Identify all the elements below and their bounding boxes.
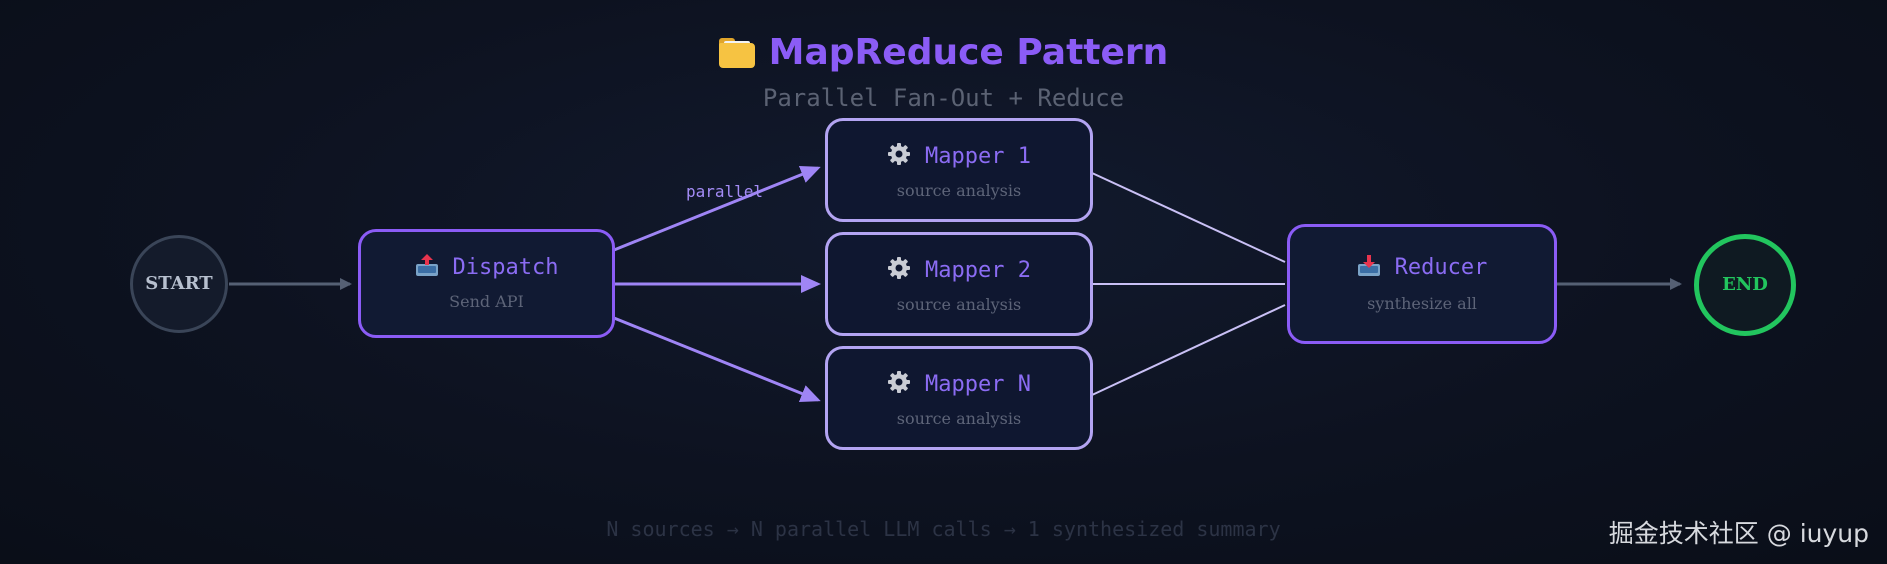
edge-label-parallel: parallel: [686, 182, 764, 201]
mapper-1-label: Mapper 1: [925, 144, 1031, 169]
inbox-tray-icon: [1357, 255, 1380, 276]
mapper-n-label: Mapper N: [925, 372, 1031, 397]
outbox-tray-icon: [415, 254, 438, 276]
dispatch-sub: Send API: [449, 292, 524, 311]
edge-dispatch-mapper-1: [613, 165, 821, 252]
folder-icon: [718, 38, 755, 68]
reducer-label: Reducer: [1394, 255, 1488, 280]
mapper-2-label: Mapper 2: [925, 258, 1031, 283]
edge-dispatch-mapper-n: [613, 316, 821, 403]
watermark: 掘金技术社区 @ iuyup: [1608, 519, 1869, 548]
mapper-1-node: Mapper 1 source analysis: [825, 118, 1093, 222]
diagram-title-text: MapReduce Pattern: [768, 32, 1169, 73]
mapper-n-sub: source analysis: [896, 409, 1022, 428]
start-label: START: [145, 273, 213, 294]
edge-mapper-1-reducer: [1091, 172, 1286, 263]
end-node: END: [1694, 234, 1796, 336]
gear-icon: [888, 257, 911, 279]
end-label: END: [1722, 274, 1768, 295]
diagram-title: MapReduce Pattern: [0, 28, 1887, 78]
diagram-subtitle: Parallel Fan-Out + Reduce: [762, 84, 1125, 112]
dispatch-label: Dispatch: [452, 255, 559, 280]
reducer-node: Reducer synthesize all: [1287, 224, 1557, 344]
gear-icon: [888, 371, 911, 393]
dispatch-node: Dispatch Send API: [358, 229, 615, 338]
edge-mapper-n-reducer: [1091, 304, 1286, 396]
footer-caption: N sources → N parallel LLM calls → 1 syn…: [606, 517, 1281, 541]
reducer-sub: synthesize all: [1367, 294, 1477, 313]
mapper-2-sub: source analysis: [896, 295, 1022, 314]
mapper-2-node: Mapper 2 source analysis: [825, 232, 1093, 336]
gear-icon: [888, 143, 911, 165]
mapper-n-node: Mapper N source analysis: [825, 346, 1093, 450]
start-node: START: [130, 235, 228, 333]
mapper-1-sub: source analysis: [896, 181, 1022, 200]
